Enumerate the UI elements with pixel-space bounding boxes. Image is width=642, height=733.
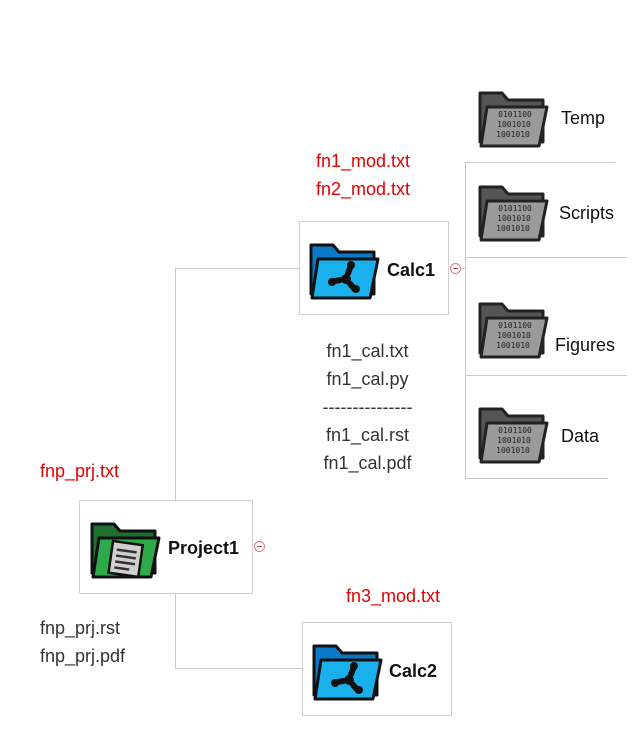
folder-label: Figures	[555, 335, 616, 355]
child-data[interactable]: 0101100 1001010 1001010 Data	[477, 401, 627, 471]
collapse-toggle-project1[interactable]	[254, 541, 265, 552]
folder-label: Data	[561, 426, 600, 446]
note-line: fn1_mod.txt	[316, 151, 411, 171]
child-figures[interactable]: 0101100 1001010 1001010 Figures	[477, 296, 627, 366]
svg-text:1001010: 1001010	[497, 214, 531, 223]
note-line: fnp_prj.rst	[40, 618, 121, 638]
node-calc1[interactable]: Calc1	[299, 221, 449, 315]
note-line: fn1_cal.txt	[326, 341, 409, 361]
binary-folder-icon: 0101100 1001010 1001010	[478, 91, 549, 148]
svg-text:0101100: 0101100	[498, 426, 532, 435]
calc1-notes-above: fn1_mod.txt fn2_mod.txt	[316, 147, 410, 203]
calc1-notes-below: fn1_cal.txt fn1_cal.py --------------- f…	[305, 337, 430, 477]
svg-text:1001010: 1001010	[497, 120, 531, 129]
connector-child-figures	[465, 375, 627, 376]
connector-child-scripts	[465, 257, 627, 258]
note-line: fn1_cal.rst	[325, 425, 410, 445]
note-line: fn2_mod.txt	[316, 179, 411, 199]
note-line: fn1_cal.py	[326, 369, 409, 389]
child-temp[interactable]: 0101100 1001010 1001010 Temp	[477, 85, 627, 155]
note-line: fnp_prj.txt	[40, 461, 120, 481]
root-note-above: fnp_prj.txt	[40, 457, 119, 485]
connector-to-calc2	[175, 668, 303, 669]
node-project1[interactable]: Project1	[79, 500, 253, 594]
collapse-toggle-calc1[interactable]	[450, 263, 461, 274]
note-line: fn3_mod.txt	[346, 586, 441, 606]
svg-text:1001010: 1001010	[496, 224, 530, 233]
document-folder-icon	[90, 522, 161, 579]
node-label: Calc1	[387, 260, 436, 280]
child-scripts[interactable]: 0101100 1001010 1001010 Scripts	[477, 179, 627, 249]
folder-label: Scripts	[559, 203, 615, 223]
gear-folder-icon	[312, 644, 383, 701]
svg-text:1001010: 1001010	[496, 341, 530, 350]
calc2-notes-above: fn3_mod.txt	[346, 582, 440, 610]
node-calc2[interactable]: Calc2	[302, 622, 452, 716]
svg-text:1001010: 1001010	[497, 331, 531, 340]
gear-folder-icon	[309, 243, 380, 300]
svg-text:1001010: 1001010	[496, 130, 530, 139]
note-line: fn1_cal.pdf	[323, 453, 412, 473]
connector-child-temp	[465, 162, 615, 163]
note-line: ---------------	[322, 397, 413, 417]
connector-calc1-out	[460, 268, 466, 269]
folder-label: Temp	[561, 108, 606, 128]
connector-root-up	[175, 268, 176, 500]
node-label: Project1	[168, 538, 240, 558]
connector-child-data	[465, 478, 608, 479]
connector-calc1-children	[465, 162, 466, 478]
svg-text:1001010: 1001010	[496, 446, 530, 455]
binary-folder-icon: 0101100 1001010 1001010	[478, 185, 549, 242]
note-line: fnp_prj.pdf	[40, 646, 126, 666]
svg-text:0101100: 0101100	[498, 204, 532, 213]
root-notes-below: fnp_prj.rst fnp_prj.pdf	[40, 614, 125, 670]
connector-root-down	[175, 594, 176, 669]
svg-text:0101100: 0101100	[498, 321, 532, 330]
node-label: Calc2	[389, 661, 438, 681]
svg-text:0101100: 0101100	[498, 110, 532, 119]
svg-text:1001010: 1001010	[497, 436, 531, 445]
binary-folder-icon: 0101100 1001010 1001010	[478, 407, 549, 464]
binary-folder-icon: 0101100 1001010 1001010	[478, 302, 549, 359]
connector-to-calc1	[175, 268, 299, 269]
